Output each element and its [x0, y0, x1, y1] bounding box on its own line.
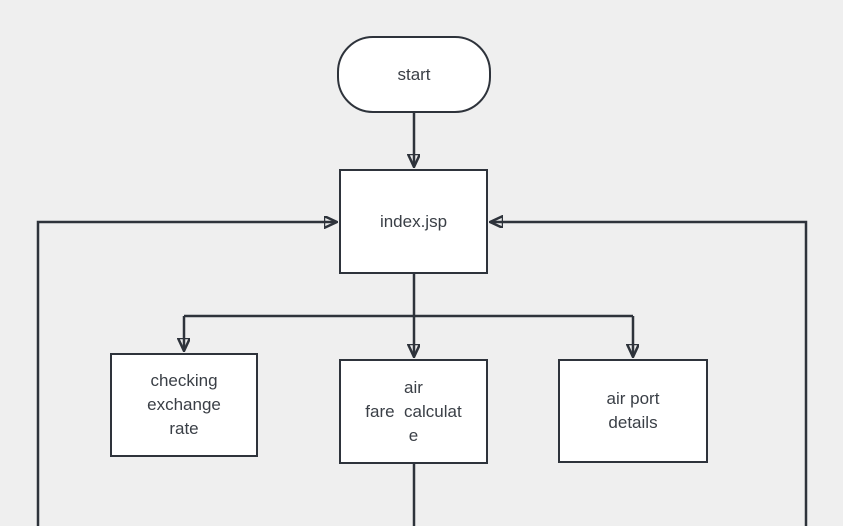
- node-air-port-details: air port details: [558, 359, 708, 463]
- node-index-jsp: index.jsp: [339, 169, 488, 274]
- node-air-fare-calculate-label-line1: air: [404, 377, 423, 397]
- node-start: start: [337, 36, 491, 113]
- node-index-jsp-label: index.jsp: [379, 211, 448, 231]
- node-air-port-details-label-line2: details: [608, 413, 658, 432]
- node-air-fare-calculate: air fare calculat e: [339, 359, 488, 464]
- node-air-fare-calculate-label-line3: e: [408, 425, 419, 445]
- node-checking-exchange-rate-label-line2: exchange: [147, 395, 221, 414]
- edge-return-left-to-index: [36, 222, 337, 526]
- node-checking-exchange-rate-label-line3: rate: [169, 419, 199, 438]
- node-checking-exchange-rate: checking exchange rate: [110, 353, 258, 457]
- node-start-label: start: [397, 64, 431, 84]
- node-air-port-details-label-line1: air port: [606, 389, 660, 408]
- edge-return-right-to-index: [490, 222, 808, 526]
- node-checking-exchange-rate-label-line1: checking: [150, 371, 218, 390]
- node-air-fare-calculate-label-line2: fare calculat: [365, 401, 462, 421]
